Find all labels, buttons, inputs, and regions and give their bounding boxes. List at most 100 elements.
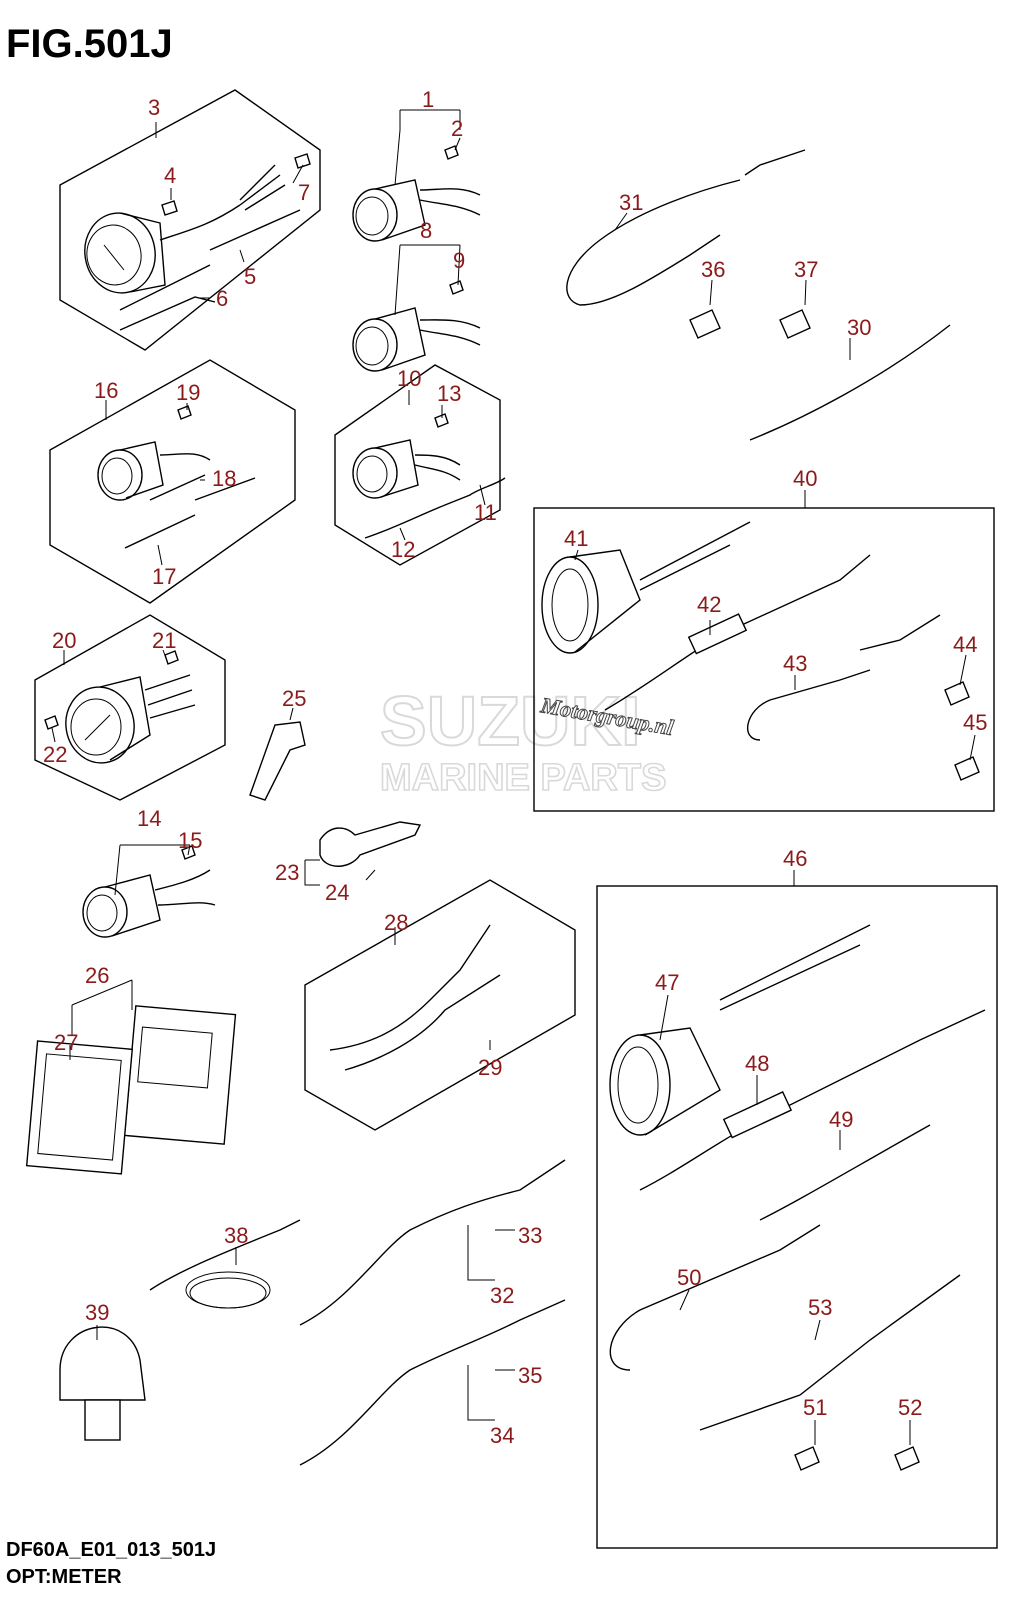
callout-36: 36: [701, 257, 725, 282]
buzzer-39: [59, 1326, 146, 1401]
callout-2: 2: [451, 116, 463, 141]
rod-5a: [209, 209, 301, 251]
connector-44: [944, 681, 970, 706]
callout-44: 44: [953, 632, 977, 657]
callout-46: 46: [783, 846, 807, 871]
bulb-21: [164, 650, 179, 665]
callout-30: 30: [847, 315, 871, 340]
callout-9: 9: [453, 248, 465, 273]
gauge-16: [97, 441, 211, 501]
group-box-46: [596, 885, 998, 1549]
callout-21: 21: [152, 628, 176, 653]
gauge-3: [84, 164, 286, 294]
rod-17b: [124, 514, 196, 549]
gauge-20: [65, 674, 196, 764]
callout-25: 25: [282, 686, 306, 711]
connector-51: [794, 1446, 820, 1471]
tie-18: [149, 474, 206, 501]
cables: [59, 149, 951, 1466]
callout-4: 4: [164, 163, 176, 188]
leader-lines: [51, 109, 976, 1445]
gauge-41: [541, 556, 599, 654]
callout-38: 38: [224, 1223, 248, 1248]
figure-subtitle: OPT:METER: [6, 1566, 122, 1588]
callout-22: 22: [43, 742, 67, 767]
tie-6: [119, 296, 216, 331]
cable-43: [747, 669, 871, 741]
bracket-23: [319, 821, 422, 867]
gauges: [44, 145, 506, 938]
callout-19: 19: [176, 380, 200, 405]
watermark: SUZUKI MARINE PARTS Motorgroup.nl: [379, 681, 677, 800]
callout-3: 3: [148, 95, 160, 120]
buzzer-39-stem: [84, 1399, 121, 1441]
group-box-40: [533, 507, 995, 812]
callout-28: 28: [384, 910, 408, 935]
callout-10: 10: [397, 366, 421, 391]
harness-34: [299, 1299, 566, 1466]
figure-title: FIG.501J: [6, 22, 173, 66]
callout-35: 35: [518, 1363, 542, 1388]
callouts: 3 1 2 4 7 5 6 8 9 16 19 18 17 10 13 11 1…: [43, 87, 987, 1448]
rod-17a: [194, 477, 256, 501]
callout-15: 15: [178, 828, 202, 853]
group-box-3: [59, 89, 321, 351]
callout-26: 26: [85, 963, 109, 988]
callout-13: 13: [437, 381, 461, 406]
gauge-10: [352, 439, 461, 499]
callout-24: 24: [325, 880, 349, 905]
connector-36: [689, 309, 721, 339]
callout-7: 7: [298, 180, 310, 205]
bulb-4: [161, 200, 178, 216]
bulb-2: [444, 145, 459, 160]
group-46-parts: [609, 924, 986, 1471]
gauge-1: [352, 179, 481, 242]
callout-43: 43: [783, 651, 807, 676]
callout-47: 47: [655, 970, 679, 995]
connector-37: [779, 309, 811, 339]
cable-50: [609, 1224, 821, 1371]
bulb-9: [449, 280, 464, 295]
callout-8: 8: [420, 218, 432, 243]
callout-12: 12: [391, 537, 415, 562]
misc-parts: [249, 721, 422, 867]
bezel-27: [25, 1040, 133, 1175]
callout-45: 45: [963, 710, 987, 735]
callout-41: 41: [564, 526, 588, 551]
callout-37: 37: [794, 257, 818, 282]
callout-51: 51: [803, 1395, 827, 1420]
cable-31: [566, 179, 741, 306]
callout-17: 17: [152, 564, 176, 589]
group-40-parts: [541, 521, 980, 781]
callout-29: 29: [478, 1055, 502, 1080]
callout-33: 33: [518, 1223, 542, 1248]
callout-39: 39: [85, 1300, 109, 1325]
callout-18: 18: [212, 466, 236, 491]
watermark-sub: MARINE PARTS: [380, 757, 666, 799]
callout-50: 50: [677, 1265, 701, 1290]
callout-16: 16: [94, 378, 118, 403]
callout-23: 23: [275, 860, 299, 885]
callout-49: 49: [829, 1107, 853, 1132]
harness-32: [299, 1159, 566, 1326]
callout-32: 32: [490, 1283, 514, 1308]
callout-5: 5: [244, 264, 256, 289]
connector-52: [894, 1446, 920, 1471]
watermark-brand: SUZUKI: [380, 682, 641, 760]
cable-30: [749, 324, 951, 441]
switch-25: [249, 721, 306, 801]
display-26: [123, 1005, 237, 1145]
group-boxes: [34, 89, 998, 1549]
callout-53: 53: [808, 1295, 832, 1320]
callout-11: 11: [474, 500, 497, 525]
cable-38: [149, 1219, 301, 1291]
gauge-8: [352, 307, 481, 372]
group-box-16: [49, 359, 296, 604]
callout-20: 20: [52, 628, 76, 653]
gauge-14: [82, 869, 216, 938]
callout-31: 31: [619, 190, 643, 215]
display-unit: [25, 1005, 237, 1175]
group-box-10: [334, 364, 501, 566]
harness-28: [329, 924, 501, 1071]
